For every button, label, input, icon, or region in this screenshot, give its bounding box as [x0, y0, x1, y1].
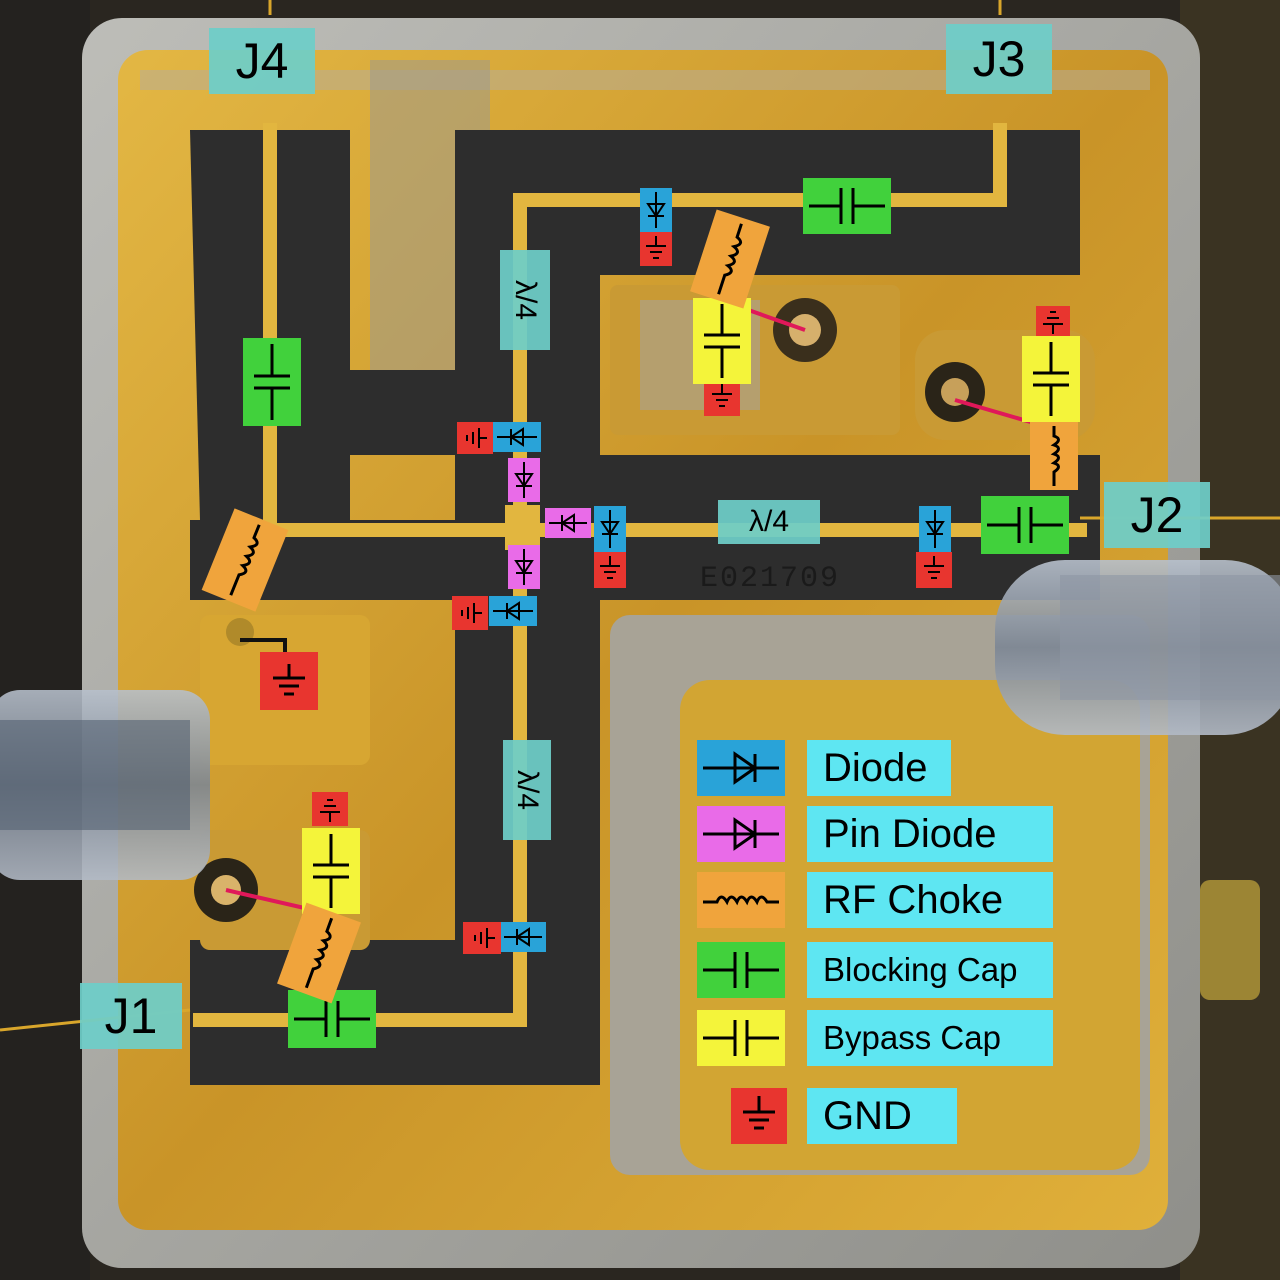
port-label-j3: J3	[946, 24, 1052, 94]
capacitor-icon	[809, 188, 885, 224]
legend-label-bypass-cap: Bypass Cap	[807, 1010, 1053, 1066]
ground-icon	[461, 603, 482, 623]
quarter-wave-label-bottom: λ/4	[503, 740, 551, 840]
blocking-cap-chip	[803, 178, 891, 234]
pin-diode-chip	[545, 508, 591, 538]
port-label-j2: J2	[1104, 482, 1210, 548]
legend-swatch-diode	[697, 740, 785, 796]
diode-chip	[594, 506, 626, 552]
diode-icon	[493, 601, 533, 621]
ground-icon	[1043, 311, 1063, 334]
rf-choke-chip	[277, 902, 361, 1004]
inductor-icon	[229, 524, 261, 596]
ground-icon	[466, 428, 487, 448]
legend-label-rf-choke: RF Choke	[807, 872, 1053, 928]
diode-icon	[600, 510, 620, 548]
quarter-wave-label-right: λ/4	[718, 500, 820, 544]
rf-choke-chip	[690, 209, 770, 309]
inductor-icon	[717, 223, 743, 295]
rf-choke-chip	[201, 508, 289, 612]
ground-icon	[600, 556, 620, 579]
gnd-chip	[463, 922, 501, 954]
legend-swatch-blocking-cap	[697, 942, 785, 998]
bypass-cap-chip	[693, 298, 751, 384]
legend-label-gnd: GND	[807, 1088, 957, 1144]
diode-chip	[640, 188, 672, 232]
pin-diode-icon	[703, 817, 779, 851]
gnd-chip	[640, 232, 672, 266]
ground-icon	[320, 799, 340, 822]
gnd-chip	[457, 422, 493, 454]
capacitor-icon	[703, 952, 779, 988]
ground-icon	[743, 1096, 775, 1130]
capacitor-icon	[1033, 342, 1069, 416]
ground-icon	[924, 556, 944, 579]
capacitor-icon	[703, 1020, 779, 1056]
legend-label-pin-diode: Pin Diode	[807, 806, 1053, 862]
capacitor-icon	[313, 834, 349, 908]
gnd-chip	[452, 596, 488, 630]
ground-icon	[273, 664, 305, 696]
clamp-right	[995, 560, 1280, 735]
bypass-cap-chip	[1022, 336, 1080, 422]
diode-icon	[703, 751, 779, 785]
gnd-chip	[312, 792, 348, 826]
blocking-cap-chip	[243, 338, 301, 426]
legend-swatch-bypass-cap	[697, 1010, 785, 1066]
capacitor-icon	[294, 1001, 370, 1037]
legend-label-blocking-cap: Blocking Cap	[807, 942, 1053, 998]
diode-chip	[489, 596, 537, 626]
diode-icon	[646, 192, 666, 228]
inductor-icon	[703, 895, 779, 906]
port-label-j4: J4	[209, 28, 315, 94]
pin-diode-icon	[514, 462, 534, 498]
gnd-chip	[704, 380, 740, 416]
ground-icon	[474, 928, 495, 948]
port-label-j1: J1	[80, 983, 182, 1049]
inductor-icon	[1050, 426, 1060, 486]
gnd-chip	[916, 552, 952, 588]
gnd-chip	[1036, 306, 1070, 338]
pin-diode-chip	[508, 545, 540, 589]
clamp-left	[0, 690, 210, 880]
quarter-wave-label-top: λ/4	[500, 250, 550, 350]
legend-swatch-rf-choke	[697, 872, 785, 928]
inductor-icon	[304, 917, 334, 989]
pin-diode-icon	[514, 549, 534, 585]
gnd-chip	[594, 552, 626, 588]
capacitor-icon	[987, 507, 1063, 543]
capacitor-icon	[704, 304, 740, 378]
blocking-cap-chip	[981, 496, 1069, 554]
legend-swatch-pin-diode	[697, 806, 785, 862]
capacitor-icon	[254, 344, 290, 420]
diode-chip	[493, 422, 541, 452]
legend-label-diode: Diode	[807, 740, 951, 796]
pin-diode-chip	[508, 458, 540, 502]
pin-diode-icon	[549, 513, 587, 533]
diode-icon	[497, 427, 537, 447]
bypass-cap-chip	[302, 828, 360, 914]
diode-icon	[504, 927, 542, 947]
diode-chip	[500, 922, 546, 952]
legend-swatch-gnd	[731, 1088, 787, 1144]
diode-icon	[925, 510, 945, 548]
ground-icon	[646, 236, 666, 259]
rf-choke-chip	[1030, 422, 1078, 490]
gnd-chip-large	[260, 652, 318, 710]
ground-icon	[712, 384, 732, 407]
pcb-marking: E021709	[700, 562, 841, 596]
blocking-cap-chip	[288, 990, 376, 1048]
diode-chip	[919, 506, 951, 552]
